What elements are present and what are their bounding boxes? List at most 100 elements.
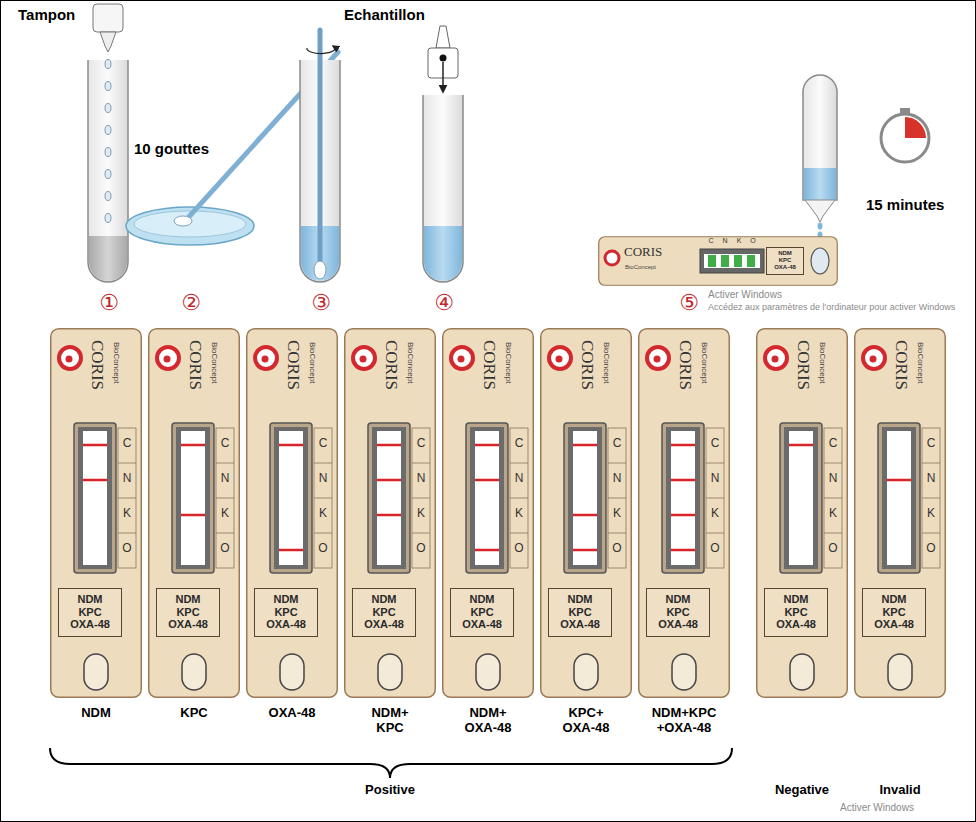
strip-targets: NDM KPC OXA-48 bbox=[553, 593, 607, 631]
band bbox=[721, 255, 729, 267]
line-letter: K bbox=[412, 507, 430, 519]
result-lines bbox=[887, 480, 911, 481]
window-frame bbox=[878, 423, 920, 573]
test-cassette: CORISBioConceptCNKONDM KPC OXA-48 bbox=[598, 236, 838, 286]
divider bbox=[824, 498, 842, 499]
line-letter: N bbox=[824, 472, 842, 484]
buffer-bottle bbox=[93, 4, 123, 32]
letter-dividers bbox=[922, 463, 940, 533]
step-number: ⑤ bbox=[676, 290, 702, 315]
letter-column bbox=[824, 428, 842, 568]
label-box: NDM KPC OXA-48 bbox=[548, 588, 612, 637]
window-inner bbox=[372, 427, 406, 569]
line-letter: N bbox=[720, 237, 730, 244]
brand-name: CORIS bbox=[89, 340, 106, 390]
strip-targets: NDM KPC OXA-48 bbox=[651, 593, 705, 631]
brand-name: CORIS bbox=[677, 340, 694, 390]
cassette-shell bbox=[51, 329, 142, 698]
red-line bbox=[573, 444, 597, 447]
logo-ring bbox=[451, 347, 473, 369]
cassette-shell bbox=[443, 329, 534, 698]
line-letter: C bbox=[922, 437, 940, 449]
window-frame bbox=[172, 423, 214, 573]
line-letter: C bbox=[412, 437, 430, 449]
brand-subtitle: BioConcept bbox=[818, 342, 826, 383]
sample-well bbox=[811, 248, 829, 274]
test-strip bbox=[279, 431, 303, 565]
band bbox=[708, 255, 716, 267]
divider bbox=[412, 533, 430, 534]
line-letter: O bbox=[510, 542, 528, 554]
divider bbox=[216, 533, 234, 534]
step-label: Echantillon bbox=[344, 6, 454, 23]
sample-well bbox=[182, 654, 206, 690]
window-inner bbox=[78, 427, 112, 569]
test-strip bbox=[573, 431, 597, 565]
bottle-nozzle bbox=[100, 32, 116, 52]
line-letter: O bbox=[706, 542, 724, 554]
strip-targets: NDM KPC OXA-48 bbox=[161, 593, 215, 631]
sample-well bbox=[280, 654, 304, 690]
divider bbox=[412, 463, 430, 464]
bracket bbox=[50, 748, 732, 778]
line-letter: K bbox=[706, 507, 724, 519]
red-line bbox=[377, 444, 401, 447]
brand-name: CORIS bbox=[187, 340, 204, 390]
divider bbox=[922, 533, 940, 534]
label-box: NDM KPC OXA-48 bbox=[646, 588, 710, 637]
divider bbox=[922, 463, 940, 464]
line-letter: O bbox=[824, 542, 842, 554]
cassette-shell bbox=[345, 329, 436, 698]
line-letter: K bbox=[118, 507, 136, 519]
window-frame bbox=[466, 423, 508, 573]
line-letter: N bbox=[608, 472, 626, 484]
result-lines bbox=[181, 445, 205, 515]
drops bbox=[818, 223, 823, 239]
window-frame bbox=[368, 423, 410, 573]
divider bbox=[706, 498, 724, 499]
red-line bbox=[671, 549, 695, 552]
red-line bbox=[671, 514, 695, 517]
divider bbox=[412, 498, 430, 499]
test-cassette: CORISBioConceptCNKONDM KPC OXA-48 bbox=[638, 328, 730, 698]
line-letter: O bbox=[748, 237, 758, 244]
watermark: Activer Windows bbox=[840, 802, 970, 813]
logo-ring bbox=[157, 347, 179, 369]
logo-dot bbox=[772, 356, 779, 363]
red-line bbox=[377, 479, 401, 482]
window-frame bbox=[662, 423, 704, 573]
sample-well bbox=[476, 654, 500, 690]
strip-targets: NDM KPC OXA-48 bbox=[259, 593, 313, 631]
window-frame bbox=[780, 423, 822, 573]
line-letter: C bbox=[706, 437, 724, 449]
logo-ring bbox=[765, 347, 787, 369]
strip-targets: NDM KPC OXA-48 bbox=[455, 593, 509, 631]
strip-targets: NDM KPC OXA-48 bbox=[769, 250, 801, 271]
watermark: Activer Windows bbox=[708, 289, 908, 300]
line-letter: N bbox=[922, 472, 940, 484]
window-frame bbox=[270, 423, 312, 573]
result-label: NDM+ OXA-48 bbox=[442, 706, 534, 736]
test-cassette: CORISBioConceptCNKONDM KPC OXA-48 bbox=[442, 328, 534, 698]
logo-dot bbox=[66, 356, 73, 363]
brand-subtitle: BioConcept bbox=[504, 342, 512, 383]
line-letter: K bbox=[314, 507, 332, 519]
result-label: NDM bbox=[50, 706, 142, 721]
step-label: 10 gouttes bbox=[134, 140, 234, 157]
line-letter: C bbox=[608, 437, 626, 449]
line-letter: K bbox=[608, 507, 626, 519]
line-letter: K bbox=[510, 507, 528, 519]
down-arrow bbox=[442, 62, 444, 92]
step-label: 15 minutes bbox=[866, 196, 970, 213]
red-line bbox=[181, 444, 205, 447]
test-cassette: CORISBioConceptCNKONDM KPC OXA-48 bbox=[540, 328, 632, 698]
letter-column bbox=[608, 428, 626, 568]
line-letter: K bbox=[216, 507, 234, 519]
letter-dividers bbox=[216, 463, 234, 533]
extract-liquid bbox=[424, 226, 462, 281]
letter-column bbox=[510, 428, 528, 568]
result-label: Negative bbox=[756, 782, 848, 797]
letter-column bbox=[216, 428, 234, 568]
result-lines bbox=[377, 445, 401, 515]
